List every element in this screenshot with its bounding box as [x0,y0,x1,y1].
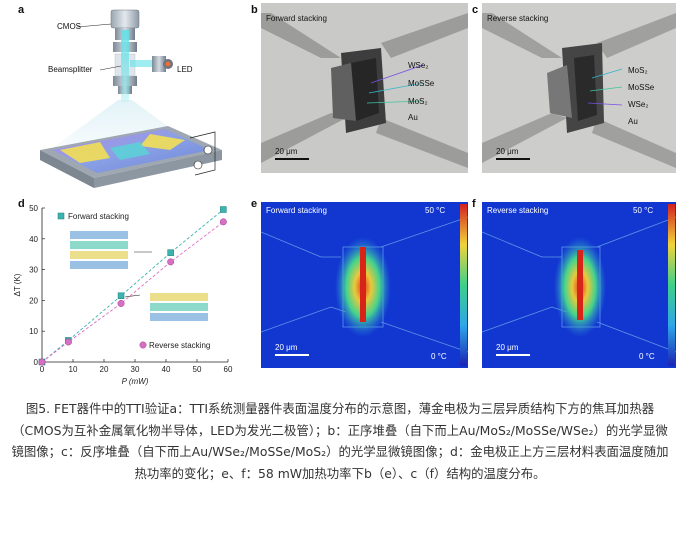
scale-bar-label: 20 μm [275,147,298,156]
data-point-reverse [117,300,125,307]
panel-d-label: d [18,198,25,210]
y-tick-label: 30 [29,266,38,275]
scale-bar [275,354,309,356]
panel-e-title: Forward stacking [266,206,327,215]
colorbar-min-label: 0 °C [431,352,447,361]
y-tick-label: 10 [29,327,38,336]
panel-b-title: Forward stacking [266,14,327,23]
data-point-forward [220,206,227,213]
layer-label: MoS₂ [628,66,648,75]
x-tick-label: 30 [131,365,140,374]
data-point-reverse [38,358,46,366]
panel-b-micrograph: b Forward stacking WSe₂ MoSSe MoS₂ Au 20… [245,0,470,175]
legend-label-forward: Forward stacking [68,212,129,221]
panel-f-title: Reverse stacking [487,206,549,215]
x-tick-label: 40 [162,365,171,374]
scale-bar [496,158,530,160]
panel-a-schematic: a [0,0,240,195]
trend-line-reverse [41,221,224,363]
panel-e-label: e [251,198,258,210]
reverse-stack-crystal [150,293,208,321]
y-tick-label: 50 [29,204,38,213]
beamsplitter-label: Beamsplitter [48,65,93,74]
y-tick-label: 0 [34,358,39,367]
cmos-label: CMOS [57,22,81,31]
x-tick-label: 10 [69,365,78,374]
scale-bar-label: 20 μm [275,343,298,352]
panel-c-title: Reverse stacking [487,14,549,23]
layer-label: Au [628,117,638,126]
pointer-arrow [124,294,141,298]
thermal-map-reverse: Reverse stacking 50 °C 0 °C 20 μm [482,202,676,368]
layer-label: MoS₂ [408,97,428,106]
legend-label-reverse: Reverse stacking [149,341,210,350]
layer-label: MoSSe [408,79,435,88]
layer-label: Au [408,113,418,122]
panel-f-thermal: f Reverse stacking 50 °C 0 °C 20 μm [468,196,679,368]
panel-c-label: c [472,4,479,16]
thermal-map-forward: Forward stacking 50 °C 0 °C 20 μm [261,202,468,368]
x-axis-label: P (mW) [122,377,149,386]
data-point-reverse [64,338,72,346]
crystal-structure-illustration [70,231,208,321]
legend-marker-forward [57,212,65,220]
forward-stack-crystal [70,231,128,269]
panel-e-thermal: e Forward sta [245,196,470,368]
layer-label: WSe₂ [628,100,649,109]
layer-label: WSe₂ [408,61,429,70]
optical-image-forward: Forward stacking WSe₂ MoSSe MoS₂ Au 20 μ… [261,3,468,173]
scale-bar [275,158,309,160]
trend-line-forward [41,209,224,363]
data-point-forward [117,292,125,300]
x-tick-label: 20 [100,365,109,374]
panel-d-chart: d 0 10 20 30 40 50 60 0 10 20 30 40 50 P (mW) ΔT (K) Fo… [0,196,245,391]
panel-f-label: f [472,198,476,210]
led-label: LED [177,65,193,74]
y-tick-label: 40 [29,235,38,244]
data-point-reverse [167,258,175,266]
x-tick-label: 60 [224,365,233,374]
legend-marker-reverse [139,341,147,349]
x-tick-label: 50 [193,365,202,374]
colorbar-min-label: 0 °C [639,352,655,361]
panel-c-micrograph: c Reverse stacking MoS₂ MoSSe WSe₂ Au 20… [468,0,679,175]
layer-label: MoSSe [628,83,655,92]
x-tick-label: 0 [40,365,45,374]
y-tick-label: 20 [29,296,38,305]
panel-a-label: a [18,4,25,16]
colorbar-max-label: 50 °C [425,206,446,215]
scale-bar-label: 20 μm [496,343,519,352]
optical-image-reverse: Reverse stacking MoS₂ MoSSe WSe₂ Au 20 μ… [482,3,676,173]
y-axis-label: ΔT (K) [13,273,22,296]
figure-caption: 图5. FET器件中的TTI验证a：TTI系统测量器件表面温度分布的示意图，薄金… [11,401,669,481]
data-point-forward [167,249,174,256]
scale-bar [496,354,530,356]
microscope-setup-illustration [40,9,222,188]
temperature-vs-power-chart: 0 10 20 30 40 50 60 0 10 20 30 40 50 P (mW) ΔT (K) Forw… [13,204,233,386]
colorbar-max-label: 50 °C [633,206,654,215]
panel-b-label: b [251,4,258,16]
data-point-reverse [219,218,227,226]
scale-bar-label: 20 μm [496,147,519,156]
